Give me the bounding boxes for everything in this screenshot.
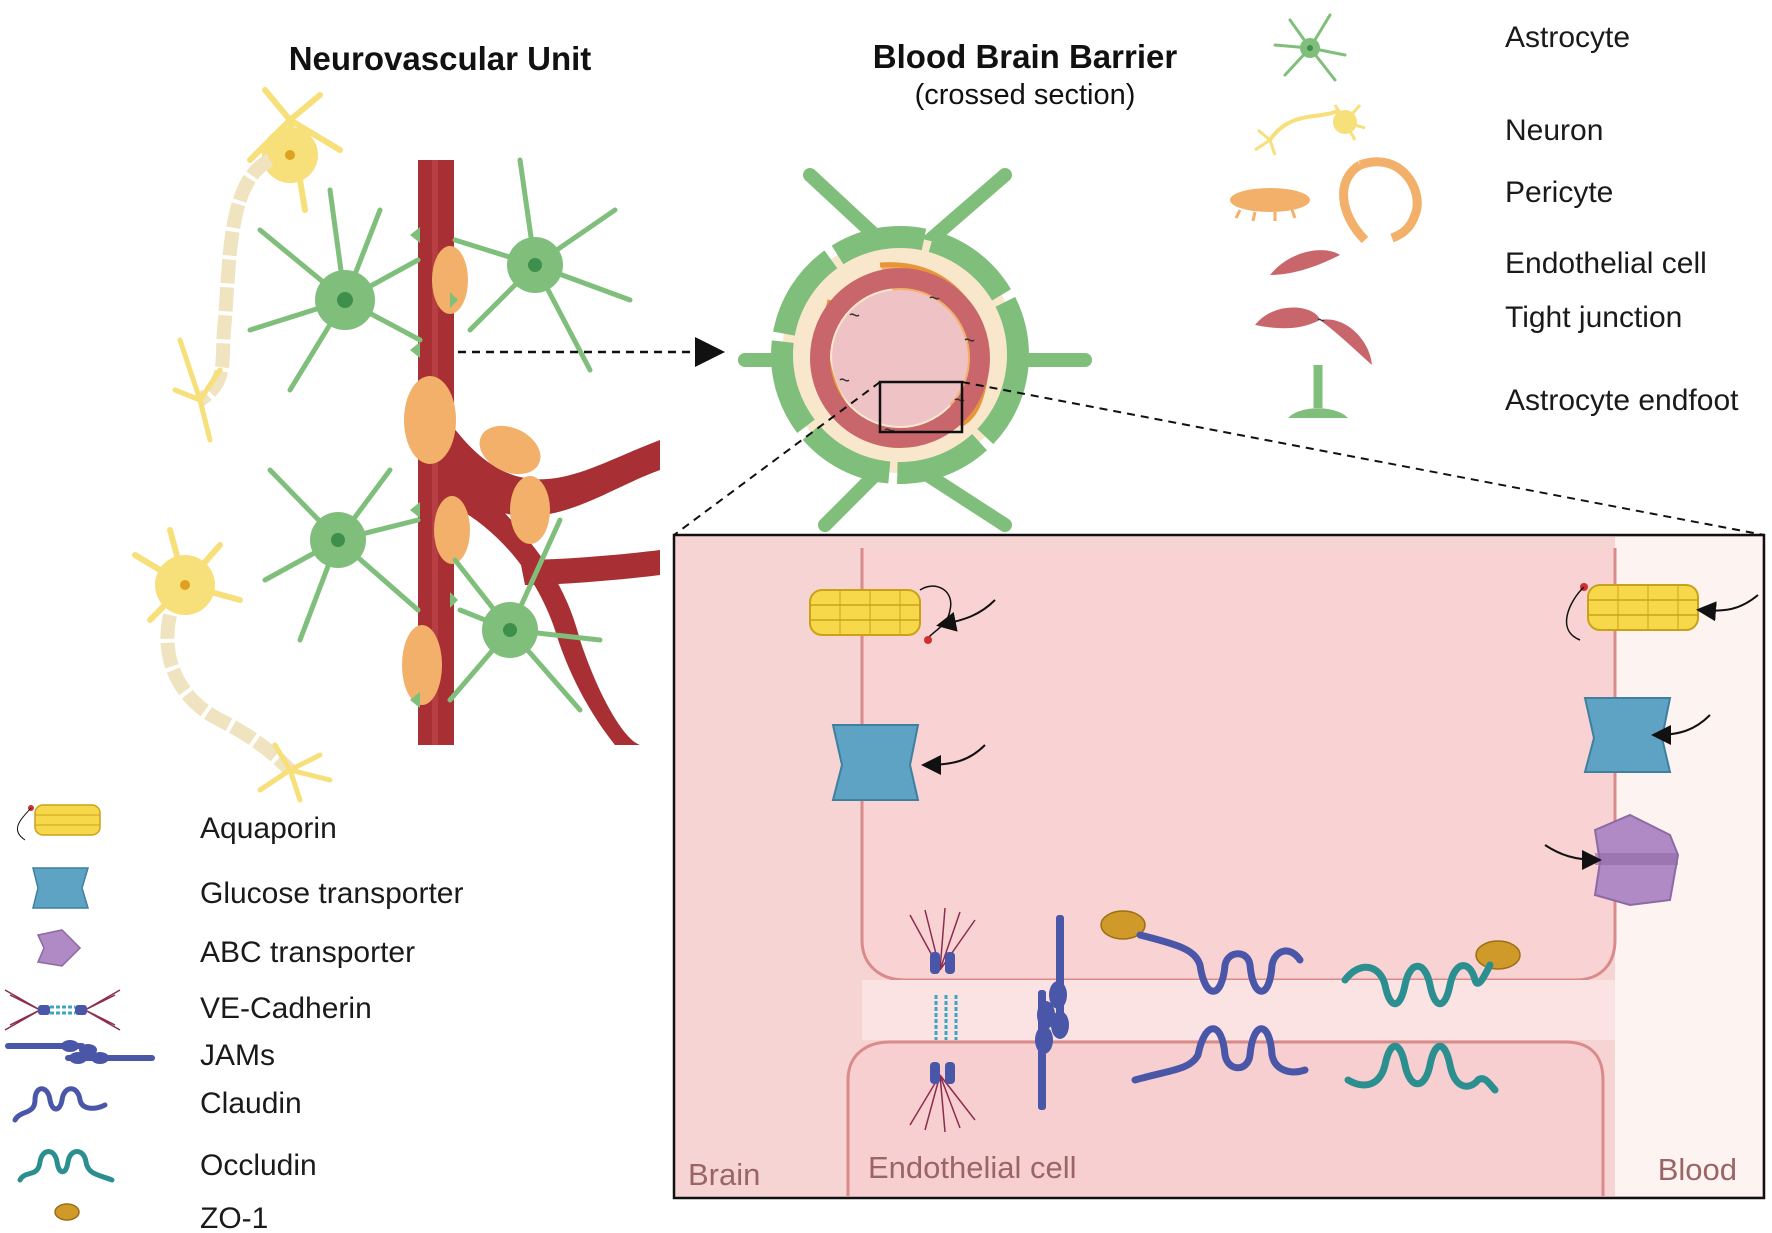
jams-junction bbox=[1035, 915, 1069, 1110]
aquaporin-channel-brain bbox=[809, 585, 952, 644]
zo1-anchor bbox=[1475, 940, 1521, 970]
zo1-anchor bbox=[1100, 910, 1146, 940]
claudin-junction bbox=[1100, 910, 1309, 1084]
legend-jams-label: JAMs bbox=[200, 1039, 275, 1072]
endothelial-ring bbox=[810, 268, 990, 448]
legend-tight-junction-label: Tight junction bbox=[1505, 301, 1682, 334]
legend-aquaporin-label: Aquaporin bbox=[200, 812, 337, 845]
endothelial-icon bbox=[1270, 250, 1340, 275]
legend-glut-label: Glucose transporter bbox=[200, 877, 463, 910]
astrocyte-cell bbox=[447, 517, 603, 713]
pericyte-on-vessel bbox=[402, 625, 442, 705]
nvu-title: Neurovascular Unit bbox=[289, 40, 592, 77]
pericyte-on-vessel bbox=[510, 476, 550, 544]
legend-pericyte-label: Pericyte bbox=[1505, 176, 1613, 209]
region-blood-label: Blood bbox=[1658, 1152, 1737, 1187]
legend-abc-label: ABC transporter bbox=[200, 936, 415, 969]
astrocyte-cell bbox=[452, 157, 633, 373]
pericyte-on-vessel bbox=[434, 496, 470, 564]
neurovascular-unit-illustration bbox=[132, 87, 660, 803]
blood-vessel-branch-lower bbox=[440, 450, 640, 745]
pericyte-on-vessel bbox=[404, 376, 456, 464]
zoom-line-left bbox=[673, 381, 881, 536]
glucose-transporter-brain bbox=[831, 724, 920, 801]
legend-claudin-label: Claudin bbox=[200, 1087, 302, 1120]
astrocyte-endfoot-group bbox=[410, 227, 458, 708]
tight-junction-icon bbox=[1255, 307, 1372, 365]
cell-legend: Astrocyte Neuron Pericyte Endothelial ce… bbox=[1230, 13, 1739, 418]
abc-transporter-icon bbox=[36, 929, 82, 967]
glucose-transporter-blood bbox=[1583, 697, 1672, 773]
legend-vecad-label: VE-Cadherin bbox=[200, 992, 372, 1025]
legend-endfoot-label: Astrocyte endfoot bbox=[1505, 384, 1739, 417]
legend-astrocyte-label: Astrocyte bbox=[1505, 21, 1630, 54]
glucose-flow-arrow-brain bbox=[921, 744, 986, 775]
legend-occludin-label: Occludin bbox=[200, 1149, 317, 1182]
claudin-icon bbox=[12, 1086, 108, 1123]
abc-flow-arrow bbox=[1544, 844, 1602, 870]
protein-legend: Aquaporin Glucose transporter ABC transp… bbox=[4, 804, 463, 1233]
glucose-transporter-icon bbox=[32, 867, 90, 909]
water-flow-arrow-blood bbox=[1696, 594, 1759, 622]
zoom-region-box bbox=[878, 380, 964, 434]
legend-neuron-label: Neuron bbox=[1505, 114, 1603, 147]
jams-icon bbox=[5, 1040, 155, 1064]
vessel-lumen bbox=[832, 290, 968, 426]
bbb-subtitle: (crossed section) bbox=[915, 79, 1136, 111]
occludin-junction bbox=[1341, 940, 1521, 1094]
upper-endothelial-cell bbox=[860, 548, 1617, 982]
region-endothelial-label: Endothelial cell bbox=[868, 1150, 1077, 1185]
legend-zo1-label: ZO-1 bbox=[200, 1202, 268, 1233]
astrocyte-cell bbox=[262, 467, 421, 643]
ve-cadherin-junction bbox=[909, 907, 976, 1133]
water-flow-arrow-brain bbox=[936, 599, 996, 632]
zoom-line-right bbox=[961, 381, 1765, 536]
bbb-cross-section bbox=[738, 168, 1092, 532]
occludin-icon bbox=[17, 1149, 115, 1183]
glucose-flow-arrow-blood bbox=[1651, 714, 1711, 745]
legend-endothelial-label: Endothelial cell bbox=[1505, 247, 1707, 280]
ve-cadherin-icon bbox=[4, 989, 121, 1031]
aquaporin-channel-blood bbox=[1566, 583, 1699, 641]
neuron-icon bbox=[1254, 104, 1366, 156]
aquaporin-icon bbox=[16, 804, 101, 841]
blood-vessel-branch-upper bbox=[440, 420, 660, 517]
bbb-title: Blood Brain Barrier bbox=[873, 38, 1178, 75]
neuron-cell bbox=[172, 87, 343, 443]
region-brain-label: Brain bbox=[688, 1157, 760, 1192]
astrocyte-icon bbox=[1273, 13, 1347, 82]
pericyte-on-vessel bbox=[479, 425, 541, 475]
astrocyte-cell bbox=[247, 187, 423, 393]
zo1-icon bbox=[54, 1203, 80, 1221]
pericyte-on-vessel bbox=[432, 246, 468, 314]
pericyte-icon bbox=[1230, 157, 1422, 244]
neuron-cell bbox=[132, 527, 333, 803]
zoomed-junction-panel: Brain Endothelial cell Blood bbox=[672, 533, 1766, 1200]
astrocyte-endfoot-icon bbox=[1288, 365, 1348, 418]
